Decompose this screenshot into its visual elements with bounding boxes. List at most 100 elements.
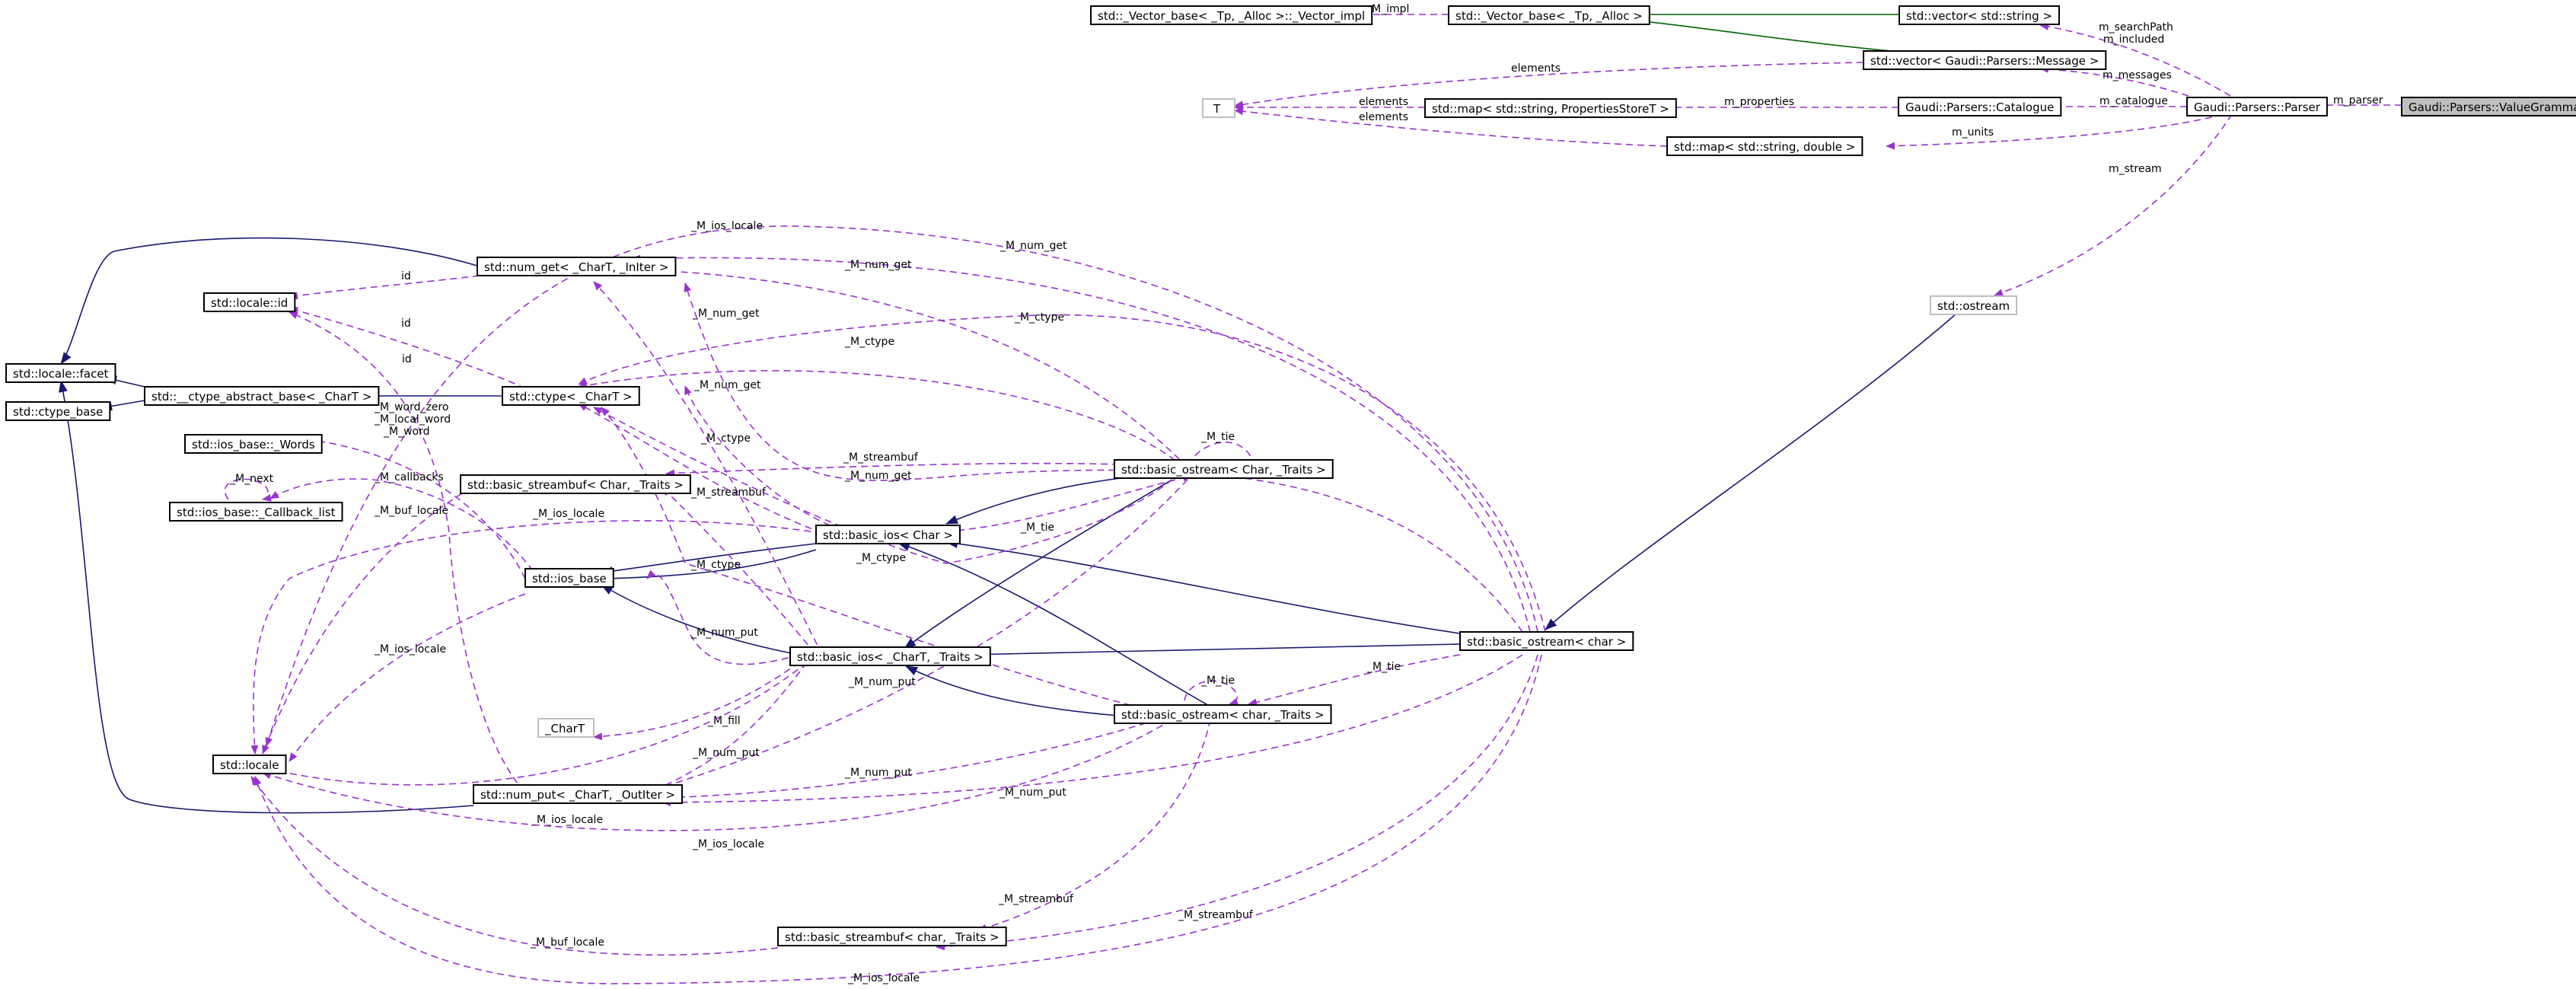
edge-m-fill: _M_fill: [593, 662, 800, 741]
edge-label-m-units: m_units: [1952, 126, 1994, 139]
svg-text:std::map< std::string, double: std::map< std::string, double >: [1674, 140, 1855, 154]
node-ostream[interactable]: std::ostream: [1930, 295, 2018, 315]
edge-words: _M_word_zero _M_local_word _M_word: [311, 401, 526, 579]
edge-label-m-fill: _M_fill: [707, 715, 741, 727]
svg-text:std::basic_ios< _CharT, _Trait: std::basic_ios< _CharT, _Traits >: [797, 650, 984, 665]
edge-label-elements-2: elements: [1359, 96, 1408, 108]
edge-label-m-tie-4: _M_tie: [1200, 675, 1235, 687]
edge-label-id-2: id: [401, 317, 411, 330]
edge-label-num-get-top: _M_num_get: [999, 240, 1067, 252]
svg-text:std::basic_ostream< char, _Tra: std::basic_ostream< char, _Traits >: [1121, 708, 1325, 723]
edge-label-m-catalogue: m_catalogue: [2099, 95, 2168, 107]
edge-label-elements-1: elements: [1511, 62, 1561, 75]
edge-num-get-facet: [60, 237, 480, 365]
edge-label-ctype-top: _M_ctype: [1014, 311, 1064, 324]
node-basic-ios-Char[interactable]: std::basic_ios< Char >: [815, 525, 961, 544]
edge-num-get-3: _M_num_get: [593, 281, 823, 656]
edge-ctype-top: _M_ctype: [578, 311, 1546, 633]
edge-m-next: _M_next: [224, 473, 274, 502]
node-ostream-Char[interactable]: std::basic_ostream< Char, _Traits >: [1114, 459, 1334, 479]
edge-streambuf-3: _M_streambuf: [977, 719, 1211, 932]
node-callback-list[interactable]: std::ios_base::_Callback_list: [169, 502, 343, 522]
edge-m-messages: m_messages: [2039, 65, 2189, 97]
edge-ios-locale-top: _M_ios_locale: [265, 220, 1538, 747]
node-map-properties[interactable]: std::map< std::string, PropertiesStoreT …: [1424, 98, 1677, 118]
node-ctype-base[interactable]: std::ctype_base: [5, 401, 111, 421]
node-streambuf-char[interactable]: std::basic_streambuf< char, _Traits >: [777, 927, 1007, 946]
node-map-double[interactable]: std::map< std::string, double >: [1666, 136, 1863, 156]
edge-label-m-parser: m_parser: [2333, 94, 2383, 107]
edge-buf-locale-2: _M_buf_locale: [250, 776, 779, 956]
node-locale[interactable]: std::locale: [212, 755, 287, 774]
edge-ostream-inherit: [1545, 313, 1957, 630]
edge-label-num-get-5: _M_num_get: [844, 470, 912, 482]
node-ctype-abstract[interactable]: std::__ctype_abstract_base< _CharT >: [144, 386, 380, 406]
edge-label-num-put-1: _M_num_put: [690, 627, 758, 639]
node-ostream-char-traits[interactable]: std::basic_ostream< char, _Traits >: [1114, 704, 1332, 724]
edge-streambuf-4: _M_streambuf: [936, 654, 1538, 951]
node-basic-ostream-char[interactable]: std::basic_ostream< char >: [1459, 631, 1634, 651]
edge-m-impl: _M_impl: [1339, 3, 1449, 18]
edge-num-get-4: _M_num_get: [684, 379, 831, 526]
svg-text:std::vector< std::string >: std::vector< std::string >: [1906, 9, 2052, 23]
edge-label-buf-locale-2: _M_buf_locale: [530, 936, 604, 949]
edge-label-ctype-4: _M_ctype: [856, 552, 906, 564]
edge-label-id-3: id: [402, 353, 412, 365]
edge-label-m-next: _M_next: [229, 473, 274, 485]
node-num-put[interactable]: std::num_put< _CharT, _OutIter >: [473, 784, 683, 804]
edge-label-m-properties: m_properties: [1724, 96, 1794, 108]
node-vector-message[interactable]: std::vector< Gaudi::Parsers::Message >: [1863, 50, 2107, 70]
node-charT[interactable]: _CharT: [537, 718, 595, 738]
node-basic-ios-CharT[interactable]: std::basic_ios< _CharT, _Traits >: [789, 646, 991, 666]
node-value-grammar[interactable]: Gaudi::Parsers::ValueGrammar: [2401, 97, 2576, 116]
svg-text:std::basic_ostream< char >: std::basic_ostream< char >: [1467, 635, 1626, 649]
node-vector-impl[interactable]: std::_Vector_base< _Tp, _Alloc >::_Vecto…: [1090, 5, 1373, 25]
svg-text:std::basic_ios< Char >: std::basic_ios< Char >: [823, 528, 953, 543]
edge-label-ctype-2: _M_ctype: [844, 336, 894, 348]
edge-buf-locale-1: _M_buf_locale: [262, 487, 473, 755]
edge-ios-locale-2: _M_ios_locale: [250, 508, 823, 755]
edge-ios-locale-5: _M_ios_locale: [262, 719, 1173, 850]
edge-label-m-tie-2: _M_tie: [1020, 522, 1054, 534]
edge-elements-3: elements: [1234, 107, 1668, 147]
node-ctype[interactable]: std::ctype< _CharT >: [502, 386, 640, 406]
node-locale-facet[interactable]: std::locale::facet: [5, 363, 116, 383]
svg-text:Gaudi::Parsers::ValueGrammar: Gaudi::Parsers::ValueGrammar: [2409, 100, 2576, 114]
node-vector-string[interactable]: std::vector< std::string >: [1899, 5, 2060, 25]
node-num-get[interactable]: std::num_get< _CharT, _InIter >: [477, 257, 677, 276]
edge-ostream-Char-basic-ios: [945, 477, 1121, 525]
edge-label-num-put-2: _M_num_put: [848, 676, 916, 688]
edge-label-ios-locale-6: _M_ios_locale: [847, 972, 920, 984]
node-vector-base[interactable]: std::_Vector_base< _Tp, _Alloc >: [1448, 5, 1650, 25]
edge-label-m-word: _M_word: [383, 426, 430, 438]
edge-label-num-get-3: _M_num_get: [692, 308, 760, 320]
edge-label-m-tie-1: _M_tie: [1200, 431, 1235, 443]
node-ios-words[interactable]: std::ios_base::_Words: [184, 434, 323, 454]
node-locale-id[interactable]: std::locale::id: [203, 292, 296, 312]
edge-label-num-put-3: _M_num_put: [692, 747, 760, 759]
edge-ctype-5: _M_ctype: [601, 407, 1143, 709]
edge-streambuf-2: _M_streambuf: [662, 487, 823, 663]
edge-ios-locale-3: _M_ios_locale: [289, 593, 526, 762]
svg-text:std::_Vector_base< _Tp, _Alloc: std::_Vector_base< _Tp, _Alloc >::_Vecto…: [1098, 9, 1365, 24]
edge-label-ios-locale-top: _M_ios_locale: [690, 220, 763, 232]
svg-text:std::ctype_base: std::ctype_base: [13, 405, 103, 420]
edge-m-properties: m_properties: [1647, 96, 1899, 111]
node-parser[interactable]: Gaudi::Parsers::Parser: [2186, 97, 2328, 116]
svg-text:std::num_put< _CharT, _OutIter: std::num_put< _CharT, _OutIter >: [480, 788, 675, 802]
node-streambuf-Char[interactable]: std::basic_streambuf< Char, _Traits >: [460, 474, 691, 494]
node-ios-base[interactable]: std::ios_base: [524, 568, 614, 588]
node-template-t[interactable]: T: [1202, 98, 1235, 118]
node-catalogue[interactable]: Gaudi::Parsers::Catalogue: [1898, 97, 2062, 116]
svg-text:std::ctype< _CharT >: std::ctype< _CharT >: [509, 390, 633, 404]
edge-num-put-facet: [59, 380, 474, 814]
svg-text:Gaudi::Parsers::Catalogue: Gaudi::Parsers::Catalogue: [1905, 100, 2054, 114]
svg-text:std::__ctype_abstract_base< _C: std::__ctype_abstract_base< _CharT >: [151, 390, 371, 404]
edge-label-callbacks: _M_callbacks: [374, 471, 444, 483]
svg-text:std::num_get< _CharT, _InIter: std::num_get< _CharT, _InIter >: [484, 260, 668, 275]
svg-text:std::ios_base: std::ios_base: [532, 572, 607, 586]
nodes: Gaudi::Parsers::ValueGrammar Gaudi::Pars…: [5, 5, 2576, 946]
edge-label-m-stream: m_stream: [2109, 163, 2162, 175]
edge-label-m-included: m_included: [2103, 33, 2164, 46]
